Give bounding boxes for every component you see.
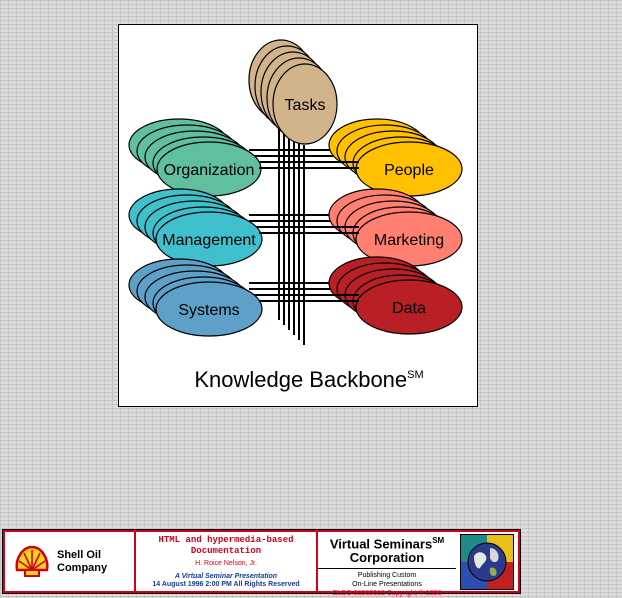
virtual-seminars-cell: Virtual SeminarsSM Corporation Publishin…	[318, 530, 520, 597]
service-mark: SM	[407, 369, 424, 381]
shell-name-line2: Company	[57, 561, 108, 574]
document-author: H. Roice Nelson, Jr.	[195, 560, 257, 567]
organization-node	[128, 118, 262, 197]
data-label: Data	[392, 300, 426, 317]
document-info-cell: HTML and hypermedia-based Documentation …	[136, 530, 318, 593]
vs-logo-cell[interactable]	[456, 532, 518, 591]
virtual-seminars-title: Virtual SeminarsSM Corporation	[318, 534, 456, 565]
vs-tagline-line2: On-Line Presentations	[352, 581, 422, 589]
caption-text: Knowledge Backbone	[194, 367, 408, 392]
presentation-footer: Shell Oil Company HTML and hypermedia-ba…	[2, 529, 521, 597]
shell-name-line1: Shell Oil	[57, 548, 102, 561]
seminar-label: A Virtual Seminar Presentation	[174, 573, 278, 580]
people-label: People	[384, 162, 434, 179]
shell-logo-cell[interactable]: Shell Oil Company	[3, 530, 136, 593]
tasks-label: Tasks	[285, 97, 326, 114]
vs-tagline: Publishing Custom On-Line Presentations …	[318, 568, 456, 598]
shell-company-name: Shell Oil Company	[57, 549, 107, 575]
vs-title-line1: Virtual Seminars	[329, 536, 433, 552]
shell-logo-icon	[15, 545, 49, 577]
tasks-node	[248, 39, 338, 145]
backbone-grid-front	[259, 161, 359, 345]
knowledge-backbone-slide: Tasks Organization People Managemen	[118, 24, 478, 407]
document-title-line1: HTML and hypermedia-based	[158, 535, 294, 545]
organization-label: Organization	[164, 162, 255, 179]
vs-service-mark: SM	[432, 536, 445, 545]
vs-copyright: ELDO 08960013 Copyright © 1996	[332, 590, 442, 598]
document-title-line2: Documentation	[190, 546, 262, 556]
document-title: HTML and hypermedia-based Documentation	[136, 535, 316, 557]
knowledge-backbone-diagram: Tasks Organization People Managemen	[128, 39, 463, 345]
marketing-label: Marketing	[374, 232, 444, 249]
globe-logo-icon	[460, 533, 514, 590]
data-node	[328, 256, 463, 335]
systems-label: Systems	[178, 302, 239, 319]
management-label: Management	[162, 232, 256, 249]
vs-title-line2: Corporation	[349, 550, 425, 566]
management-node	[128, 188, 263, 267]
presentation-date: 14 August 1996 2:00 PM All Rights Reserv…	[152, 581, 300, 588]
people-node	[328, 118, 463, 197]
systems-node	[128, 258, 263, 337]
virtual-seminars-text: Virtual SeminarsSM Corporation Publishin…	[318, 532, 456, 597]
diagram-caption: Knowledge BackboneSM	[119, 367, 479, 393]
vs-tagline-line1: Publishing Custom	[357, 572, 417, 580]
